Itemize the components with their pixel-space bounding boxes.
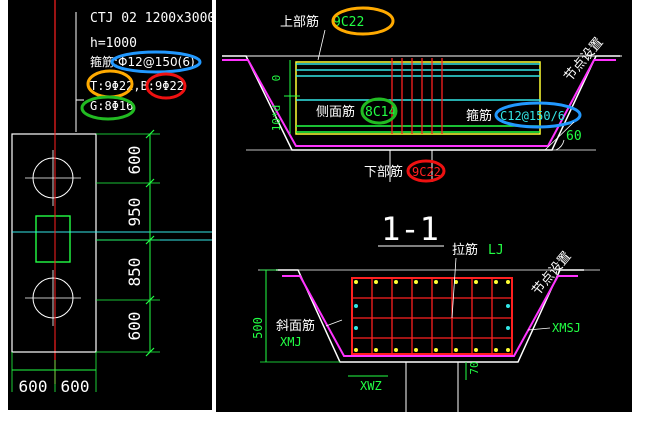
side-bar-label: 侧面筋 xyxy=(316,104,355,120)
lower-rebar-dots xyxy=(354,280,510,352)
xmj-label: XMJ xyxy=(280,335,302,349)
footing-title: CTJ 02 1200x3000 xyxy=(90,11,215,26)
xmsj-label: XMSJ xyxy=(552,321,581,335)
lower-side-dots xyxy=(354,304,510,330)
stirrup-label: 箍筋 xyxy=(466,108,492,124)
stirrup-value: C12@150/6 xyxy=(500,109,565,123)
top-bar-leader xyxy=(317,29,326,61)
dim-70: 70 xyxy=(468,361,481,374)
upper-dim-a: 0 xyxy=(270,75,283,82)
upper-slant-bars xyxy=(222,59,616,147)
section-title: 1-1 xyxy=(381,210,439,248)
top-bar-label: 上部筋 xyxy=(280,14,319,30)
xmsj-leader xyxy=(527,327,551,331)
angle-arc xyxy=(555,139,565,151)
side-bar-spec: G:8Φ16 xyxy=(90,99,133,113)
highlight-stirrup-value xyxy=(494,101,582,129)
upper-stirrup-box xyxy=(295,61,541,135)
highlight-top-bar-value xyxy=(331,6,395,36)
section-background xyxy=(216,0,632,412)
plan-view-panel: CTJ 02 1200x3000 h=1000 箍筋:Φ12@150(6) T:… xyxy=(8,0,215,410)
stirrup-spec: 箍筋:Φ12@150(6) xyxy=(90,54,195,69)
bottom-bar-label: 下部筋 xyxy=(364,164,403,180)
footing-outline xyxy=(11,133,97,353)
dim-ticks xyxy=(145,129,155,357)
slant-bar-label: 斜面筋 xyxy=(276,318,315,334)
dim-v-3: 850 xyxy=(125,258,144,287)
section-upper: 0 10*d 上部筋 9C22 侧面筋 8C14 箍筋 C12@150/6 节点… xyxy=(222,6,622,183)
footing-height: h=1000 xyxy=(90,36,137,51)
tie-bar-leader xyxy=(451,257,457,319)
tie-bar-value: LJ xyxy=(488,243,504,258)
angle-value: 60 xyxy=(566,129,582,144)
dim-v-2: 950 xyxy=(125,198,144,227)
dim-v-1: 600 xyxy=(125,146,144,175)
column-outline xyxy=(35,215,71,263)
angle-leader xyxy=(544,121,575,151)
section-panel: 0 10*d 上部筋 9C22 侧面筋 8C14 箍筋 C12@150/6 节点… xyxy=(216,0,632,412)
dim-v-4: 600 xyxy=(125,312,144,341)
highlight-bottom-bars xyxy=(145,72,187,100)
lower-depth: 500 xyxy=(251,317,265,339)
tie-bar-label: 拉筋 xyxy=(452,242,478,258)
lower-cage-grid xyxy=(352,278,512,354)
lower-slant-bars xyxy=(282,275,578,357)
top-bar-value: 9C22 xyxy=(333,15,364,30)
highlight-bottom-bar-value xyxy=(406,159,446,183)
dim-h-2: 600 xyxy=(61,377,90,396)
bottom-bar-value: 9C22 xyxy=(412,165,441,179)
highlight-stirrup xyxy=(110,50,202,74)
side-bar-value: 8C14 xyxy=(365,105,396,120)
slant-bar-leader xyxy=(325,319,343,327)
plan-view-background xyxy=(8,0,212,410)
highlight-side-bars xyxy=(80,95,136,121)
highlight-side-bar-value xyxy=(360,97,398,125)
upper-red-verticals xyxy=(391,58,443,134)
upper-dim-b: 10*d xyxy=(270,105,283,132)
dim-h-1: 600 xyxy=(19,377,48,396)
xwz-label: XWZ xyxy=(360,379,382,393)
main-bar-spec: T:9Φ22,B:9Φ22 xyxy=(90,79,184,93)
